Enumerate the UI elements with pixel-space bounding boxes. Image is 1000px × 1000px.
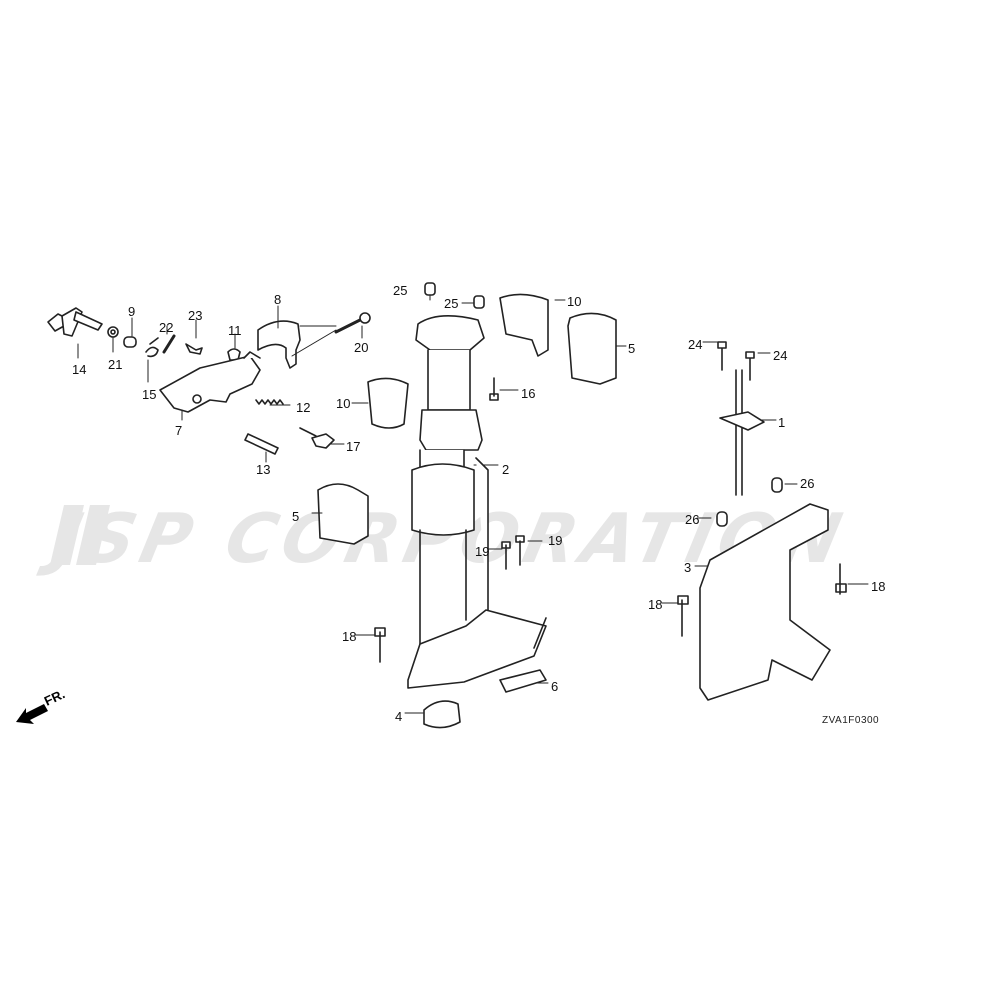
callout-14: 14 (72, 362, 87, 377)
callout-18-b: 18 (871, 579, 886, 594)
callout-12: 12 (296, 400, 311, 415)
callout-1: 1 (778, 415, 786, 430)
drawing-code: ZVA1F0300 (822, 715, 880, 726)
callout-24-b: 24 (773, 348, 788, 363)
callout-7: 7 (175, 423, 183, 438)
callout-17: 17 (346, 439, 361, 454)
callout-19-a: 19 (475, 544, 490, 559)
part-7-holder (159, 351, 261, 413)
callout-15: 15 (142, 387, 157, 402)
callout-3: 3 (684, 560, 692, 575)
callout-8: 8 (274, 292, 282, 307)
callout-20: 20 (354, 340, 369, 355)
callout-18-c: 18 (648, 597, 663, 612)
callout-23: 23 (188, 308, 203, 323)
callout-26-a: 26 (800, 476, 815, 491)
callout-25-b: 25 (444, 296, 459, 311)
callout-24-a: 24 (688, 337, 703, 352)
callout-9: 9 (128, 304, 136, 319)
callout-4: 4 (395, 709, 403, 724)
callout-6: 6 (551, 679, 559, 694)
callout-18-a: 18 (342, 629, 357, 644)
callout-22: 22 (159, 320, 174, 335)
front-arrow-icon (16, 704, 48, 724)
callout-10-b: 10 (336, 396, 351, 411)
callout-26-b: 26 (685, 512, 700, 527)
callout-16: 16 (521, 386, 536, 401)
callout-10-a: 10 (567, 294, 582, 309)
callout-13: 13 (256, 462, 271, 477)
part-14-arm (47, 307, 103, 337)
callout-5-a: 5 (628, 341, 636, 356)
part-2-extension-case (407, 315, 547, 689)
callout-5-b: 5 (292, 509, 300, 524)
part-3-mount-case (677, 341, 847, 701)
callout-21: 21 (108, 357, 123, 372)
callout-25-a: 25 (393, 283, 408, 298)
callout-2: 2 (502, 462, 510, 477)
watermark-logo (50, 505, 120, 565)
callout-11: 11 (228, 323, 242, 338)
callout-19-b: 19 (548, 533, 563, 548)
